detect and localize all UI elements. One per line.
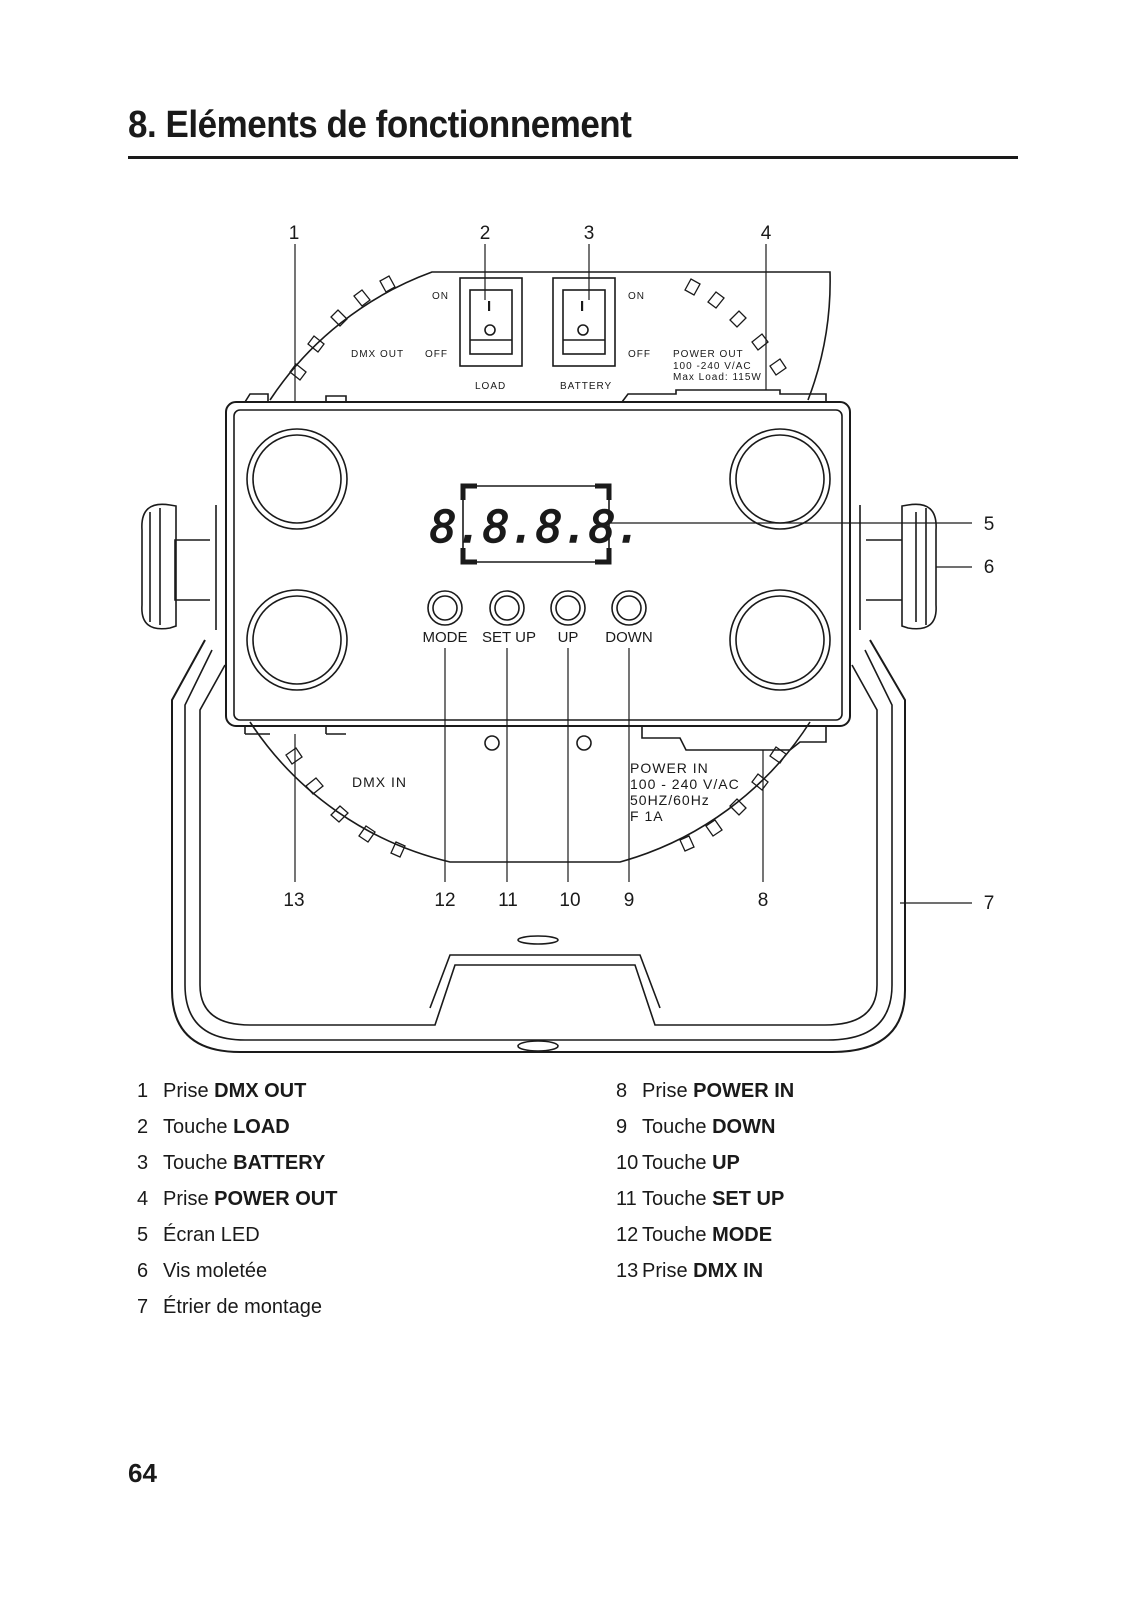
battery-switch-i: I bbox=[580, 298, 584, 315]
switch-off-label-right: OFF bbox=[628, 349, 651, 360]
title-underline bbox=[128, 156, 1018, 159]
led-digits: 8.8.8.8. bbox=[430, 502, 642, 553]
mounting-bracket bbox=[171, 639, 906, 1053]
power-out-label-2: 100 -240 V/AC bbox=[673, 361, 752, 372]
callout-9: 9 bbox=[624, 890, 635, 911]
callout-11: 11 bbox=[498, 890, 518, 911]
load-label: LOAD bbox=[475, 381, 506, 392]
load-switch bbox=[459, 277, 523, 367]
knob-right bbox=[859, 503, 937, 630]
callout-13: 13 bbox=[283, 890, 304, 911]
callout-5: 5 bbox=[984, 514, 995, 535]
callout-10: 10 bbox=[559, 890, 580, 911]
callout-6: 6 bbox=[984, 557, 995, 578]
mode-button-label: MODE bbox=[423, 629, 468, 646]
dmx-in-label: DMX IN bbox=[352, 774, 407, 790]
setup-button-label: SET UP bbox=[482, 629, 536, 646]
up-button-label: UP bbox=[558, 629, 579, 646]
setup-button bbox=[489, 590, 525, 626]
switch-on-label-right: ON bbox=[628, 291, 645, 302]
knob-left bbox=[141, 503, 217, 630]
power-out-label-1: POWER OUT bbox=[673, 349, 744, 360]
switch-on-label-left: ON bbox=[432, 291, 449, 302]
power-in-label-3: 50HZ/60Hz bbox=[630, 792, 710, 808]
mode-button bbox=[427, 590, 463, 626]
callout-12: 12 bbox=[434, 890, 455, 911]
device-body bbox=[225, 401, 851, 727]
dmx-out-label: DMX OUT bbox=[351, 349, 404, 360]
page-title: 8. Eléments de fonctionnement bbox=[128, 104, 632, 146]
power-in-label-4: F 1A bbox=[630, 808, 664, 824]
callout-7: 7 bbox=[984, 893, 995, 914]
switch-off-label-left: OFF bbox=[425, 349, 448, 360]
down-button-label: DOWN bbox=[605, 629, 653, 646]
led-display bbox=[462, 485, 610, 563]
power-in-label-2: 100 - 240 V/AC bbox=[630, 776, 740, 792]
callout-8: 8 bbox=[758, 890, 769, 911]
device-diagram: 8.8.8.8. ON OFF ON OFF LOAD BATTERY DMX … bbox=[141, 223, 995, 1053]
callout-4: 4 bbox=[761, 223, 772, 244]
load-switch-i: I bbox=[487, 298, 491, 315]
housing-top-arc bbox=[269, 271, 831, 401]
housing-bottom-arc bbox=[249, 721, 811, 863]
power-in-label-1: POWER IN bbox=[630, 760, 709, 776]
down-button bbox=[611, 590, 647, 626]
power-out-label-3: Max Load: 115W bbox=[673, 372, 762, 383]
battery-switch bbox=[552, 277, 616, 367]
page-number: 64 bbox=[128, 1458, 157, 1488]
callout-3: 3 bbox=[584, 223, 595, 244]
callout-1: 1 bbox=[289, 223, 300, 244]
up-button bbox=[550, 590, 586, 626]
battery-label: BATTERY bbox=[560, 381, 612, 392]
callout-2: 2 bbox=[480, 223, 491, 244]
cooling-fins bbox=[285, 275, 787, 858]
